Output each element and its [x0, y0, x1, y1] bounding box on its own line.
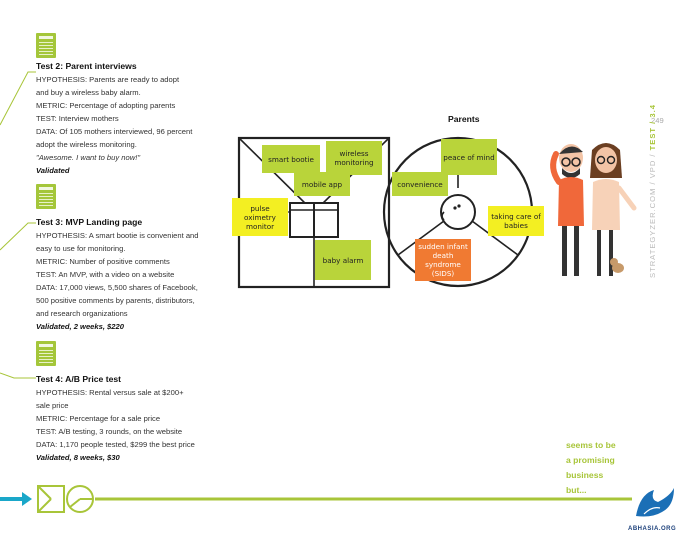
test-line: and research organizations [36, 309, 128, 318]
test-line: sale price [36, 401, 69, 410]
sticky-pulse-oximetry: pulse oximetry monitor [232, 198, 288, 236]
side-nav-section: TEST / 3.4 [648, 104, 657, 151]
side-nav-prefix: STRATEGYZER.COM / VPD / [648, 150, 657, 278]
test-line: DATA: Of 105 mothers interviewed, 96 per… [36, 127, 193, 136]
test-line: HYPOTHESIS: Parents are ready to adopt [36, 75, 180, 84]
test-line: 500 positive comments by parents, distri… [36, 296, 195, 305]
sticky-mobile-app: mobile app [294, 172, 350, 196]
test-2-block: Test 2: Parent interviews HYPOTHESIS: Pa… [36, 60, 226, 177]
test-line: METRIC: Percentage for a sale price [36, 414, 161, 423]
sticky-baby-alarm: baby alarm [315, 240, 371, 280]
segment-label: Parents [448, 114, 480, 124]
test-verdict: Validated [36, 166, 70, 175]
parents-illustration [550, 143, 637, 276]
test-verdict: Validated, 2 weeks, $220 [36, 322, 124, 331]
bottom-progress-bar [0, 485, 632, 513]
test-line: TEST: An MVP, with a video on a website [36, 270, 175, 279]
test-verdict: Validated, 8 weeks, $30 [36, 453, 120, 462]
test-3-block: Test 3: MVP Landing page HYPOTHESIS: A s… [36, 216, 226, 333]
test-title: Test 4: A/B Price test [36, 374, 122, 384]
test-line: and buy a wireless baby alarm. [36, 88, 141, 97]
page-number: 249 [651, 116, 664, 125]
test-line: HYPOTHESIS: A smart bootie is convenient… [36, 231, 199, 240]
test-card-icon [36, 341, 56, 366]
sticky-wireless-monitoring: wireless monitoring [326, 141, 382, 175]
test-line: HYPOTHESIS: Rental versus sale at $200+ [36, 388, 184, 397]
test-title: Test 3: MVP Landing page [36, 217, 143, 227]
test-line: adopt the wireless monitoring. [36, 140, 137, 149]
value-proposition-canvas [237, 136, 534, 289]
sticky-sids: sudden infant death syndrome (SIDS) [415, 239, 471, 281]
watermark-logo [636, 488, 674, 517]
test-line: METRIC: Percentage of adopting parents [36, 101, 176, 110]
test-line: DATA: 17,000 views, 5,500 shares of Face… [36, 283, 198, 292]
test-line: easy to use for monitoring. [36, 244, 126, 253]
test-line: TEST: A/B testing, 3 rounds, on the webs… [36, 427, 183, 436]
test-line: DATA: 1,170 people tested, $299 the best… [36, 440, 195, 449]
test-line: METRIC: Number of positive comments [36, 257, 170, 266]
sticky-smart-bootie: smart bootie [262, 145, 320, 173]
test-card-icon [36, 184, 56, 209]
sticky-taking-care: taking care of babies [488, 206, 544, 236]
test-line: TEST: Interview mothers [36, 114, 119, 123]
connector-lines [0, 71, 36, 379]
promise-line: business [566, 470, 604, 480]
test-title: Test 2: Parent interviews [36, 61, 137, 71]
sticky-convenience: convenience [392, 172, 448, 196]
watermark-text: ABHASIA.ORG [628, 526, 677, 532]
promise-line: a promising [566, 455, 615, 465]
test-card-icon [36, 33, 56, 58]
sticky-peace-of-mind: peace of mind [441, 139, 497, 175]
promise-line: but... [566, 485, 587, 495]
promise-line: seems to be [566, 440, 616, 450]
side-nav-text: STRATEGYZER.COM / VPD / TEST / 3.4 [648, 104, 657, 278]
test-quote: "Awesome. I want to buy now!" [36, 153, 141, 162]
promise-text: seems to be a promising business but... [566, 438, 616, 498]
test-4-block: Test 4: A/B Price test HYPOTHESIS: Renta… [36, 373, 226, 464]
